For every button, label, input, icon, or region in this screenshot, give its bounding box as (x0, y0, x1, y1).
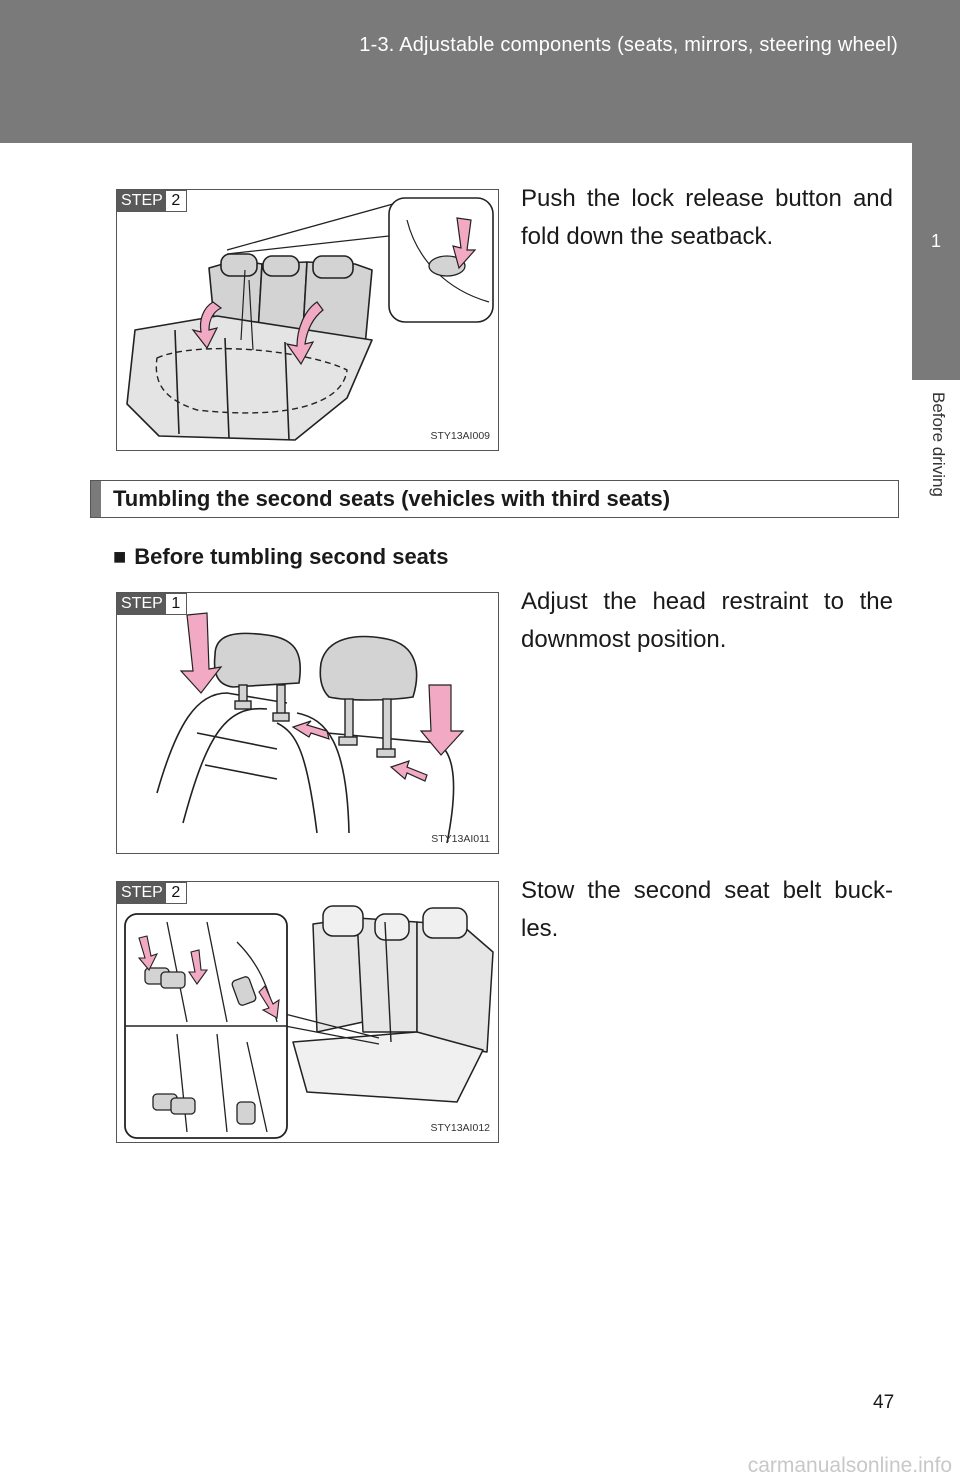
header-title: 1-3. Adjustable components (seats, mirro… (359, 34, 898, 56)
step-number: 2 (165, 190, 187, 212)
step-number: 2 (165, 882, 187, 904)
step-number: 1 (165, 593, 187, 615)
page-number: 47 (873, 1392, 895, 1413)
step-badge: STEP 1 (117, 593, 187, 615)
figure-stow-buckles: STEP 2 STY13AI012 (116, 881, 499, 1143)
square-bullet-icon: ■ (113, 544, 127, 569)
chapter-label: Before driving (929, 392, 948, 497)
fold-seatback-illustration (126, 197, 494, 441)
step-instruction: Adjust the head restraint to the downmos… (521, 588, 893, 653)
section-accent (91, 481, 101, 517)
watermark: carmanualsonline.info (747, 1454, 952, 1477)
step-badge: STEP 2 (117, 190, 187, 212)
figure-code: STY13AI011 (431, 833, 490, 845)
chapter-number: 1 (930, 231, 941, 251)
subheading: ■ Before tumbling second seats (113, 544, 448, 570)
subheading-text: Before tumbling second seats (134, 544, 449, 569)
head-restraint-illustration (156, 612, 465, 844)
step-badge: STEP 2 (117, 882, 187, 904)
section-title: Tumbling the second seats (vehicles with… (113, 486, 671, 511)
step-instruction: Stow the second seat belt buck-les. (521, 877, 893, 942)
chapter-tab: 1 (912, 143, 960, 380)
figure-code: STY13AI012 (430, 1122, 490, 1134)
step-word: STEP (117, 593, 166, 615)
figure-fold-seatback: STEP 2 STY13AI009 (116, 189, 499, 451)
step-word: STEP (117, 882, 166, 904)
figure-head-restraint: STEP 1 STY13AI011 (116, 592, 499, 854)
step-word: STEP (117, 190, 166, 212)
step-instruction: Push the lock release button and fold do… (521, 185, 893, 250)
page-header: 1-3. Adjustable components (seats, mirro… (0, 0, 960, 143)
figure-code: STY13AI009 (430, 430, 490, 442)
stow-buckles-illustration (124, 905, 494, 1139)
section-heading: Tumbling the second seats (vehicles with… (90, 480, 899, 518)
